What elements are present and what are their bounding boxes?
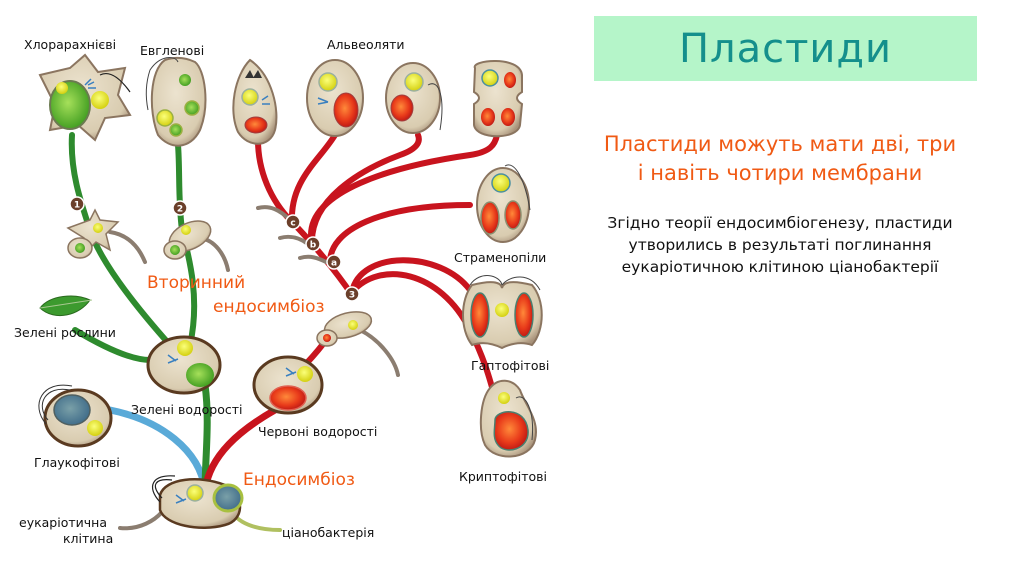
subtitle-line-1: Пластиди можуть мати дві, три [603,132,957,156]
secondary-endosymbiosis-cell-2 [163,220,212,260]
label-red-algae: Червоні водорості [258,424,378,439]
description-line-1: Згідно теорії ендосимбіогенезу, пластиди [607,214,953,232]
label-green-plants: Зелені рослини [14,325,116,340]
stramenopile-cell [476,164,531,243]
svg-text:b: b [310,241,317,251]
label-endosymbiosis: Ендосимбіоз [243,470,355,490]
glaucophyte-cell [38,384,113,448]
secondary-endosymbiosis-cell-1 [66,208,120,259]
description: Згідно теорії ендосимбіогенезу, пластиди… [560,212,1000,278]
alveolate-cell-3 [385,62,443,134]
label-cyanobacterium: ціанобактерія [282,525,375,540]
leaf-icon [39,295,93,316]
node-badge-a: a [326,254,342,270]
node-badge-3: 3 [344,286,360,302]
label-cryptophytes: Криптофітові [459,469,547,484]
label-chlorarachniophytes: Хлорарахнієві [24,37,117,52]
label-eukaryotic-cell-line-1: еукаріотична [19,515,107,530]
label-alveolates: Альвеоляти [327,37,405,52]
cryptophyte-cell [479,379,537,458]
subtitle: Пластиди можуть мати дві, три і навіть ч… [560,130,1000,188]
chlorarachniophyte-cell [38,53,132,142]
label-euglenids: Евгленові [140,43,205,58]
node-badge-1: 1 [69,196,85,212]
node-badge-c: c [285,214,301,230]
subtitle-line-2: і навіть чотири мембрани [637,161,923,185]
description-line-2: утворились в результаті поглинання [628,236,932,254]
slide-title: Пластиди [678,25,893,72]
green-alga-cell [146,335,222,395]
slide-title-box: Пластиди [594,16,977,81]
alveolate-cell-1 [232,58,278,145]
alveolate-cell-4 [472,60,524,138]
secondary-endosymbiosis-cell-3 [316,311,373,347]
label-green-algae: Зелені водорості [131,402,243,417]
label-secondary-endosymbiosis-line-2: ендосимбіоз [213,297,325,317]
alveolate-cell-2 [306,59,364,137]
label-secondary-endosymbiosis-line-1: Вторинний [147,273,246,293]
label-haptophytes: Гаптофітові [471,358,550,373]
eukaryote-with-cyanobacterium-cell [151,475,244,529]
svg-text:3: 3 [349,291,355,301]
description-line-3: еукаріотичною клітиною ціанобактерії [621,258,939,276]
node-badge-b: b [305,236,321,252]
label-glaucophytes: Глаукофітові [34,455,120,470]
haptophyte-cell [462,275,543,350]
node-badges: 1 2 c b a 3 [69,196,360,302]
euglenid-cell [145,56,207,147]
label-eukaryotic-cell-line-2: клітина [63,531,114,546]
svg-text:c: c [290,219,295,229]
svg-text:a: a [331,259,337,269]
lineage-lines [68,132,500,532]
svg-text:2: 2 [177,205,183,215]
svg-text:1: 1 [74,201,80,211]
node-badge-2: 2 [172,200,188,216]
label-stramenopiles: Страменопіли [454,250,547,265]
red-alga-cell [252,355,324,415]
